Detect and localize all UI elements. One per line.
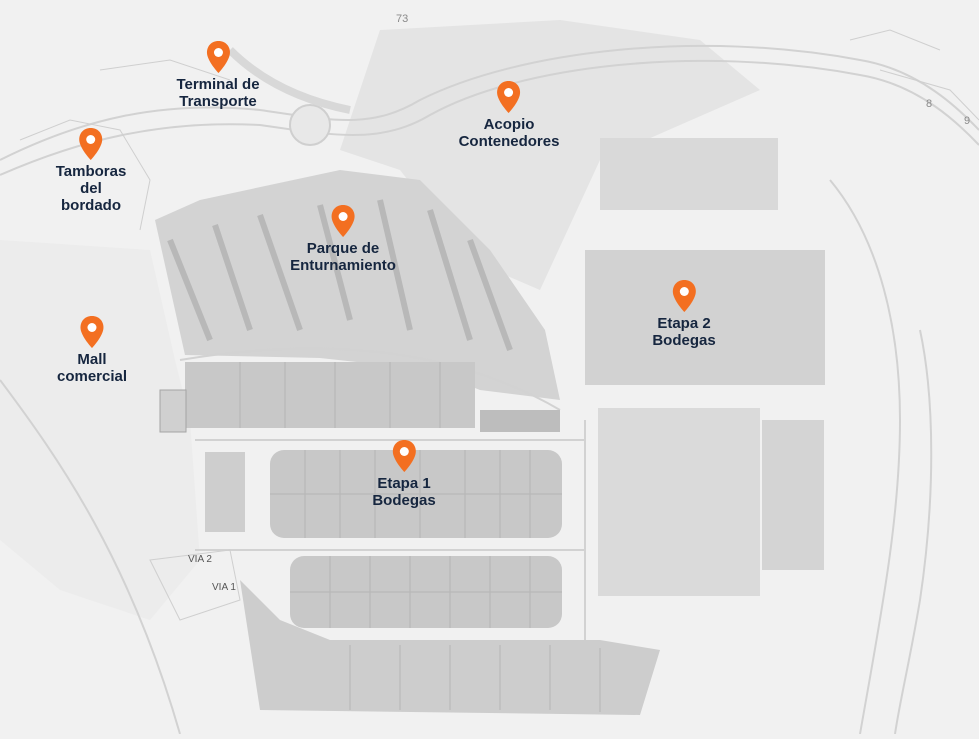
parking-rows — [167, 199, 513, 352]
etapa1-row-1 — [185, 362, 475, 428]
terminal-access-road — [227, 47, 351, 114]
etapa2-block-main — [585, 250, 825, 385]
road-label: VIA 2 — [188, 554, 212, 565]
map-pin-icon — [80, 316, 104, 348]
etapa2-block-side — [762, 420, 824, 570]
side-parking — [159, 389, 187, 433]
road-lines — [0, 44, 979, 735]
etapa1-small-block — [205, 452, 245, 532]
mall-area — [0, 240, 200, 620]
road-label: VIA 1 — [212, 582, 236, 593]
parking-area — [155, 170, 560, 400]
map-pin-icon — [79, 128, 103, 160]
roundabout — [289, 104, 331, 146]
plan-number: 9 — [964, 115, 970, 127]
sketch-marks — [19, 29, 979, 621]
map-pin-icon — [206, 41, 230, 73]
gatehouse — [480, 410, 560, 432]
plan-number: 73 — [396, 13, 408, 25]
map-pin-icon — [672, 280, 696, 312]
etapa2-block-lower — [598, 408, 760, 596]
plan-number: 8 — [926, 98, 932, 110]
map-pin-icon — [497, 81, 521, 113]
etapa1-lot-dividers — [239, 362, 601, 712]
etapa2-block-top — [600, 138, 778, 210]
map-pin-icon — [331, 205, 355, 237]
map-pin-icon — [392, 440, 416, 472]
